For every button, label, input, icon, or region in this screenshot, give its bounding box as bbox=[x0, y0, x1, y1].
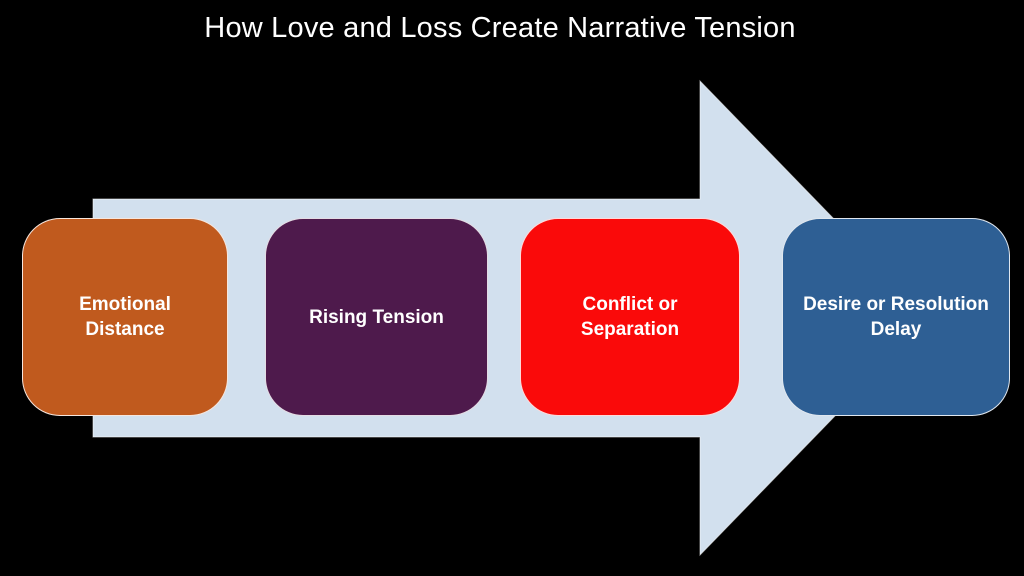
flow-box-label-line: Emotional bbox=[79, 294, 171, 315]
flow-box-label-line: Rising Tension bbox=[309, 306, 444, 328]
slide-title: How Love and Loss Create Narrative Tensi… bbox=[204, 12, 796, 44]
flow-box-conflict-separation: Conflict or Separation bbox=[520, 218, 740, 416]
flow-box-desire-resolution-delay: Desire or Resolution Delay bbox=[782, 218, 1010, 416]
flow-box-emotional-distance: Emotional Distance bbox=[22, 218, 228, 416]
flow-box-label-line: Desire or Resolution bbox=[803, 294, 989, 315]
flow-box-label-line: Conflict or bbox=[582, 294, 678, 315]
flow-box-rising-tension: Rising Tension bbox=[265, 218, 488, 416]
flow-box-label-line: Delay bbox=[870, 319, 922, 340]
right-arrow-shape bbox=[92, 79, 931, 557]
flow-box-label-line: Distance bbox=[85, 319, 165, 340]
flow-box-label-line: Separation bbox=[580, 319, 680, 340]
